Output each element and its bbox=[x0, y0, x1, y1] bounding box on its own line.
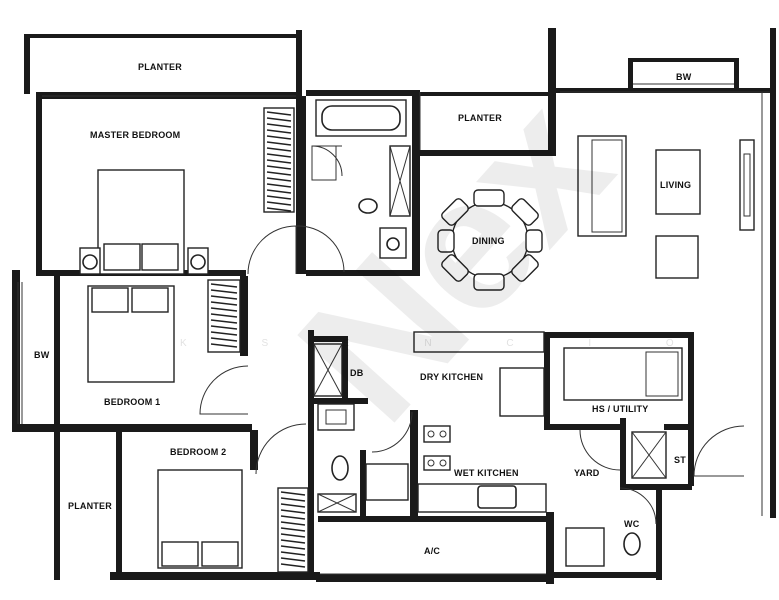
label-hs-utility: HS / UTILITY bbox=[592, 404, 649, 414]
bedroom1-bed bbox=[87, 285, 175, 383]
window-lines bbox=[17, 83, 770, 575]
wardrobe-hatching bbox=[210, 111, 306, 568]
label-wc: WC bbox=[624, 519, 640, 529]
label-bw-left: BW bbox=[34, 350, 50, 360]
label-living: LIVING bbox=[660, 180, 692, 190]
label-st: ST bbox=[674, 455, 686, 465]
label-bw-top: BW bbox=[676, 72, 692, 82]
label-master-bedroom: MASTER BEDROOM bbox=[90, 130, 181, 140]
door-swings bbox=[199, 225, 745, 525]
master-bed bbox=[79, 169, 209, 275]
label-yard: YARD bbox=[574, 468, 600, 478]
watermark-subtext: K S E N C I O bbox=[180, 338, 710, 349]
label-planter-mid: PLANTER bbox=[458, 113, 502, 123]
label-bedroom2: BEDROOM 2 bbox=[170, 447, 227, 457]
label-db: DB bbox=[350, 368, 364, 378]
label-planter-top: PLANTER bbox=[138, 62, 182, 72]
living-furniture bbox=[577, 135, 755, 279]
kitchen-counters bbox=[313, 331, 547, 513]
label-dry-kitchen: DRY KITCHEN bbox=[420, 372, 484, 382]
label-planter-left: PLANTER bbox=[68, 501, 112, 511]
bathroom-fixtures bbox=[311, 99, 411, 259]
utility-furniture bbox=[563, 347, 683, 567]
label-wet-kitchen: WET KITCHEN bbox=[454, 468, 519, 478]
dining-set bbox=[437, 189, 543, 291]
label-ac: A/C bbox=[424, 546, 441, 556]
bedroom2-bed bbox=[157, 469, 243, 569]
label-bedroom1: BEDROOM 1 bbox=[104, 397, 161, 407]
label-dining: DINING bbox=[472, 236, 505, 246]
